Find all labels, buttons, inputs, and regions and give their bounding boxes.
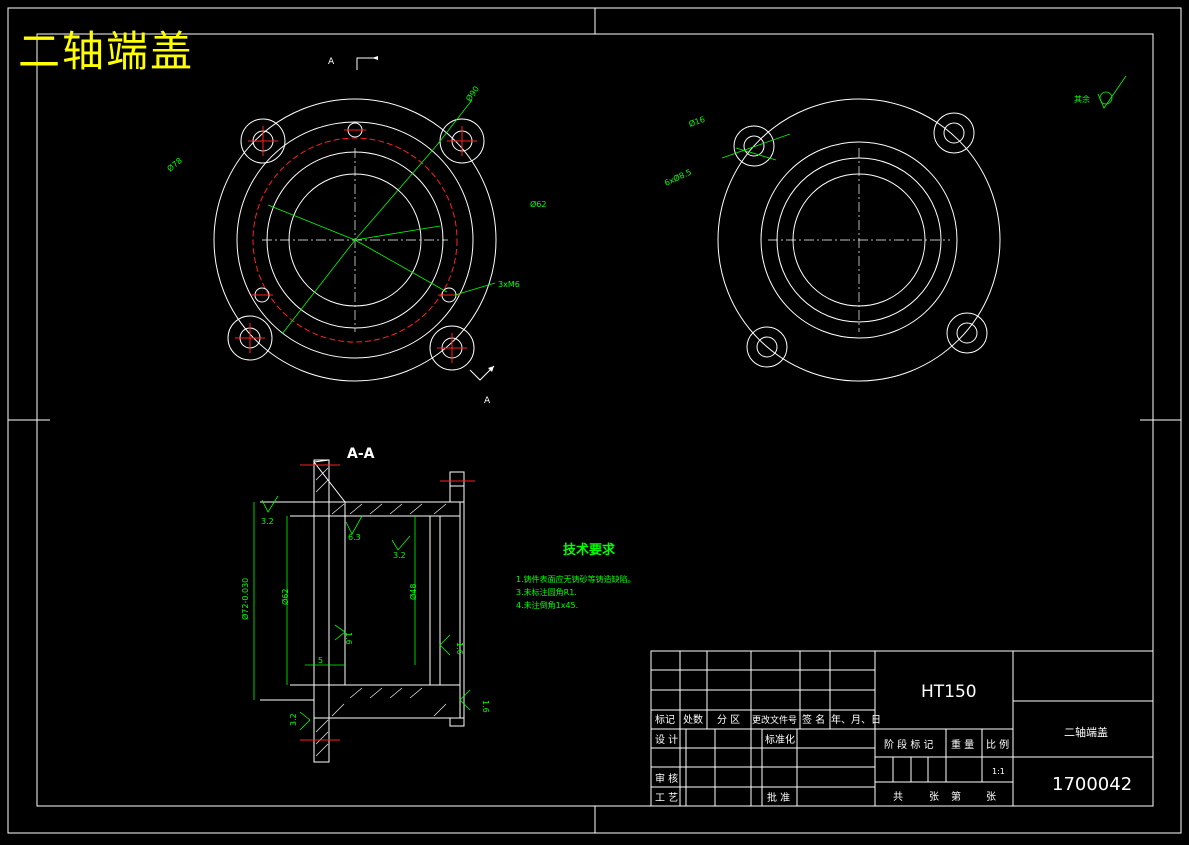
ra-6: 1.6 <box>481 700 490 713</box>
front-view <box>213 98 497 382</box>
dim-d48: Ø48 <box>408 584 418 600</box>
ra-1: 3.2 <box>261 517 274 526</box>
part-name: 二轴端盖 <box>1064 725 1108 739</box>
label-stage: 阶 段 标 记 <box>884 738 934 751</box>
header-count: 处数 <box>683 713 703 726</box>
dim-d62: Ø62 <box>530 199 546 209</box>
section-label-bottom: A <box>484 396 491 406</box>
header-sign: 签 名 <box>802 713 825 726</box>
section-view <box>253 459 475 763</box>
label-weight: 重 量 <box>951 738 974 751</box>
label-sheet-no: 第 <box>951 790 961 803</box>
ra-5: 1.6 <box>455 642 464 655</box>
dim-holes-8-5: 6xØ8.5 <box>663 167 693 188</box>
section-title: A-A <box>347 446 375 462</box>
label-ratio: 比 例 <box>986 738 1009 751</box>
dim-d62-section: Ø62 <box>280 589 290 605</box>
ra-3: 3.2 <box>393 551 406 560</box>
label-total: 共 <box>893 791 903 803</box>
header-mark: 标记 <box>655 714 675 726</box>
scale-value: 1:1 <box>992 767 1005 776</box>
label-sheets: 张 <box>929 791 939 803</box>
section-label-top: A <box>328 57 335 67</box>
label-sheet-suffix: 张 <box>986 791 996 803</box>
material: HT150 <box>921 682 977 702</box>
dim-outer-dia: Ø72-0.030 <box>240 578 250 620</box>
label-design: 设 计 <box>655 733 678 746</box>
dim-d90: Ø90 <box>463 84 481 103</box>
section-arrow-bottom <box>469 365 495 381</box>
label-approve: 批 准 <box>767 791 790 804</box>
title-block <box>650 650 1154 807</box>
ra-2: 6.3 <box>348 533 361 542</box>
dim-holes-m6: 3xM6 <box>498 280 520 289</box>
label-process: 工 艺 <box>655 792 678 804</box>
dim-d78: Ø78 <box>165 155 184 173</box>
roughness-rest-label: 其余 <box>1074 94 1090 104</box>
section-arrow-top <box>356 56 378 70</box>
ra-4: 1.6 <box>344 632 353 645</box>
drawing-title: 二轴端盖 <box>18 27 195 76</box>
header-zone: 分 区 <box>717 714 740 726</box>
right-view <box>717 98 1001 382</box>
dim-w5: 5 <box>318 656 323 665</box>
ra-7: 3.2 <box>289 713 298 726</box>
header-date: 年、月、日 <box>831 713 881 726</box>
roughness-rest-symbol <box>1097 75 1127 109</box>
label-review: 审 核 <box>655 772 678 785</box>
tech-req-item-3: 4.未注倒角1x45. <box>516 600 578 610</box>
tech-req-item-2: 3.未标注圆角R1. <box>516 587 577 597</box>
drawing-number: 1700042 <box>1052 774 1132 795</box>
label-standardize: 标准化 <box>765 733 795 746</box>
outer-frame <box>7 7 1182 834</box>
header-change-doc: 更改文件号 <box>752 714 797 726</box>
tech-req-item-1: 1.铸件表面应无铸砂等铸造缺陷。 <box>516 574 636 584</box>
inner-frame <box>36 33 1154 807</box>
dim-d16: Ø16 <box>687 114 706 129</box>
tech-req-heading: 技术要求 <box>563 542 616 558</box>
